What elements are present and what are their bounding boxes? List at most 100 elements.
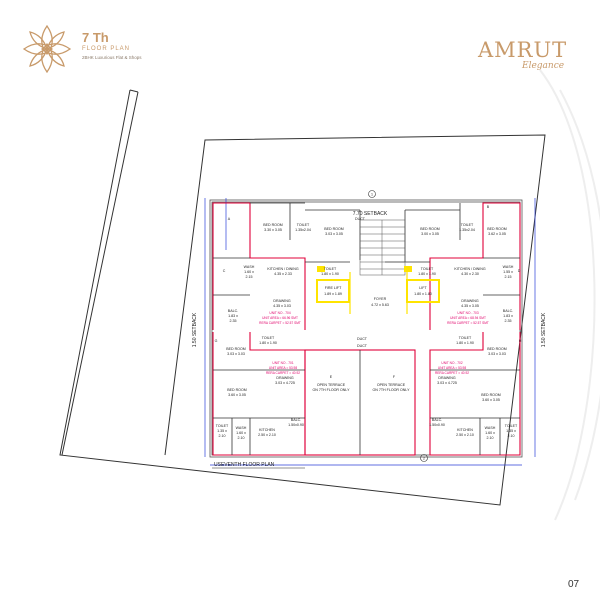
grid-marker-2: 2: [423, 457, 425, 461]
toilet-cl-name: TOILET: [324, 267, 337, 271]
unit-703-carpet: RERA CARPET = 52.57 SMT: [447, 321, 489, 325]
room-partitions: [213, 202, 520, 455]
bed-room-br-name: BED ROOM: [481, 393, 501, 397]
toilet-tr-name: TOILET: [461, 223, 474, 227]
lift-size: 1.80 x 1.80: [414, 292, 432, 296]
bed-room-ml-size: 3.03 x 3.03: [227, 352, 245, 356]
unit-704-carpet: RERA CARPET = 52.57 SMT: [259, 321, 301, 325]
kitchen-l-name: KITCHEN / DINING: [267, 267, 299, 271]
bed-room-br-size: 3.60 x 3.05: [482, 398, 500, 402]
toilet-tr-size: 1.35x2.04: [459, 228, 475, 232]
wash-l-size: 1.60 x: [244, 270, 254, 274]
balc-bl-name: BALC.: [291, 418, 301, 422]
setback-right-label: 1.50 SETBACK: [541, 312, 547, 347]
dimension-lines: [204, 198, 536, 466]
plan-title: USEVENTH FLOOR PLAN: [214, 462, 275, 468]
wash-r-size: 1.55 x: [503, 270, 513, 274]
building-outline: [209, 199, 523, 458]
setback-labels: 7.70 SETBACK 1.50 SETBACK 1.50 SETBACK: [192, 211, 547, 347]
toilet-bl-size2: 2.10: [219, 434, 226, 438]
bed-room-tl-name: BED ROOM: [263, 223, 283, 227]
duct-top-label: DUCT: [355, 217, 366, 221]
tag-h: H: [519, 339, 522, 343]
lift-shaft: [406, 279, 440, 303]
terrace-r-note: ON 7TH FLOOR ONLY: [372, 388, 410, 392]
toilet-br-name: TOILET: [505, 424, 518, 428]
brand-name: AMRUT: [478, 38, 568, 62]
background-arcs: [539, 69, 600, 521]
tag-d: D: [518, 269, 521, 273]
bed-room-tl-size: 3.30 x 3.05: [264, 228, 282, 232]
tag-a: A: [228, 217, 231, 221]
wash-bl-size: 1.60 x: [236, 431, 246, 435]
duct-center-label: DUCT: [357, 337, 368, 341]
unit-704-no: UNIT NO - 704: [269, 311, 290, 315]
bed-room-bl-size: 3.60 x 3.05: [228, 393, 246, 397]
toilet-mr-name: TOILET: [459, 336, 472, 340]
toilet-cr-size: 1.80 x 1.90: [418, 272, 436, 276]
staircase: [359, 219, 406, 276]
toilet-br-size: 1.35 x: [506, 429, 516, 433]
toilet-tl-size: 1.35x2.04: [295, 228, 311, 232]
balc-r-size2: 2.35: [505, 319, 512, 323]
drawing-r-size: 4.35 x 3.05: [461, 304, 479, 308]
bed-room-tr-name: BED ROOM: [487, 227, 507, 231]
toilet-ml-name: TOILET: [262, 336, 275, 340]
bed-room-ml-name: BED ROOM: [226, 347, 246, 351]
wash-l-size2: 2.15: [246, 275, 253, 279]
unit-701-carpet: RERA CARPET = 40.92: [266, 371, 300, 375]
foyer-name: FOYER: [374, 297, 387, 301]
bed-room-tc1-size: 3.03 x 3.05: [325, 232, 343, 236]
reference-tags: A B C D E F G H 1 2 DUCT DUCT: [215, 193, 522, 461]
unit-704-area: UNIT AREA = 66.96 SMT: [262, 316, 298, 320]
balc-l-size: 1.83 x: [228, 314, 238, 318]
page-number: 07: [568, 579, 580, 590]
floor-badge: 7 Th FLOOR PLAN 2BHK Luxurious Flat & Sh…: [20, 22, 170, 82]
balc-br-size: 1.50x0.90: [429, 423, 445, 427]
balc-r-size: 1.83 x: [503, 314, 513, 318]
unit-703-no: UNIT NO - 703: [457, 311, 478, 315]
drawing-mr-size: 3.03 x 4.725: [437, 381, 457, 385]
duct-bottom-label: DUCT: [357, 344, 368, 348]
terrace-l-name: OPEN TERRACE: [317, 383, 346, 387]
toilet-bl-name: TOILET: [216, 424, 229, 428]
bed-room-mr-size: 3.03 x 3.03: [488, 352, 506, 356]
balc-l-size2: 2.35: [230, 319, 237, 323]
wash-l-name: WASH: [244, 265, 255, 269]
bed-room-tc2-size: 3.00 x 3.05: [421, 232, 439, 236]
grid-markers: [368, 190, 428, 462]
toilet-ml-size: 1.80 x 1.90: [259, 341, 277, 345]
tag-e: E: [330, 375, 333, 379]
kitchen-bl-size: 2.50 x 2.10: [258, 433, 276, 437]
bed-room-bl-name: BED ROOM: [227, 388, 247, 392]
bed-room-tr-size: 3.62 x 3.05: [488, 232, 506, 236]
floor-description: 2BHK Luxurious Flat & Shops: [82, 55, 142, 60]
balc-r-name: BALC.: [503, 309, 513, 313]
unit-702-area: UNIT AREA = 53.98: [438, 366, 466, 370]
terrace-r-name: OPEN TERRACE: [377, 383, 406, 387]
balc-br-name: BALC.: [432, 418, 442, 422]
wash-br-size: 1.60 x: [485, 431, 495, 435]
kitchen-r-size: 4.30 x 2.30: [461, 272, 479, 276]
kitchen-l-size: 4.35 x 2.33: [274, 272, 292, 276]
kitchen-bl-name: KITCHEN: [259, 428, 275, 432]
bed-room-tc2-name: BED ROOM: [420, 227, 440, 231]
unit-info: UNIT NO - 704 UNIT AREA = 66.96 SMT RERA…: [259, 311, 489, 375]
balc-bl-size: 1.50x0.90: [288, 423, 304, 427]
balc-l-name: BALC.: [228, 309, 238, 313]
bed-room-mr-name: BED ROOM: [487, 347, 507, 351]
floor-label: FLOOR PLAN: [82, 46, 131, 52]
unit-703-area: UNIT AREA = 68.94 SMT: [450, 316, 486, 320]
room-labels: BED ROOM 3.30 x 3.05 TOILET 1.35x2.04 BE…: [216, 223, 518, 440]
toilet-mr-size: 1.80 x 1.90: [456, 341, 474, 345]
drawing-ml-name: DRAWING: [276, 376, 293, 380]
foyer-size: 4.72 x 5.63: [371, 303, 389, 307]
drawing-l-size: 4.35 x 3.03: [273, 304, 291, 308]
brand-logo: AMRUT Elegance: [478, 38, 588, 78]
drawing-r-name: DRAWING: [461, 299, 478, 303]
kitchen-r-name: KITCHEN / DINING: [454, 267, 486, 271]
terrace-l-note: ON 7TH FLOOR ONLY: [312, 388, 350, 392]
drawing-mr-name: DRAWING: [438, 376, 455, 380]
floor-number: 7 Th: [82, 30, 109, 45]
wash-r-size2: 2.15: [505, 275, 512, 279]
